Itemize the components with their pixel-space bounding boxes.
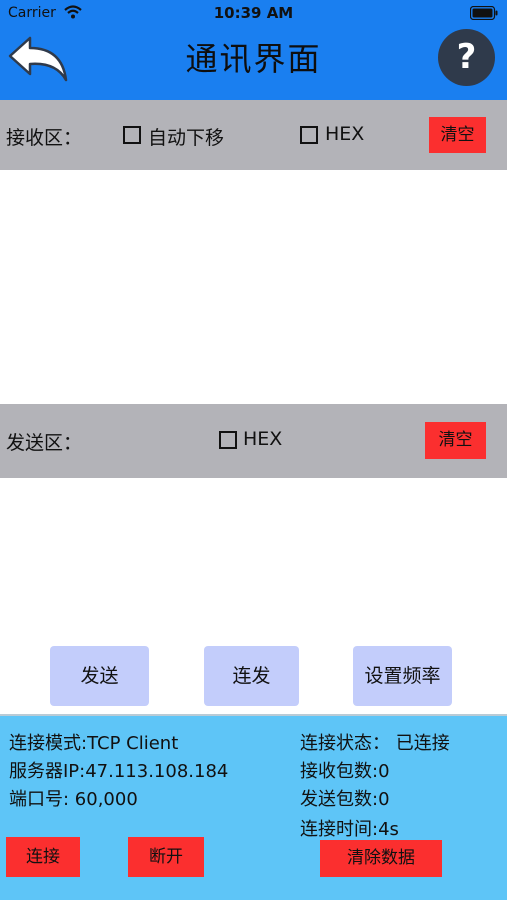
send-hex-checkbox[interactable] (219, 431, 237, 449)
send-clear-button[interactable]: 清空 (425, 422, 486, 459)
send-text-area[interactable] (0, 478, 507, 638)
receive-label: 接收区： (6, 127, 83, 149)
question-mark-icon: ? (456, 37, 477, 77)
connection-status-text: 连接状态： 已连接 (300, 733, 450, 754)
send-toolbar (0, 404, 507, 478)
clear-data-button[interactable]: 清除数据 (320, 840, 442, 877)
top-header (0, 0, 507, 100)
connection-mode-text: 连接模式:TCP Client (9, 733, 179, 754)
battery-icon (470, 6, 498, 20)
disconnect-button[interactable]: 断开 (128, 837, 204, 877)
status-time: 10:39 AM (213, 4, 294, 22)
back-button[interactable] (6, 32, 70, 84)
receive-toolbar (0, 100, 507, 170)
receive-clear-button[interactable]: 清空 (429, 117, 486, 153)
sent-count-text: 发送包数:0 (300, 789, 390, 810)
receive-text-area[interactable] (0, 170, 507, 404)
status-carrier: Carrier (8, 5, 56, 21)
receive-hex-checkbox[interactable] (300, 126, 318, 144)
continuous-send-button[interactable]: 连发 (204, 646, 299, 706)
set-frequency-button[interactable]: 设置频率 (353, 646, 452, 706)
auto-scroll-checkbox[interactable] (123, 126, 141, 144)
wifi-icon (64, 5, 82, 19)
page-title: 通讯界面 (185, 40, 322, 78)
server-ip-text: 服务器IP:47.113.108.184 (9, 761, 229, 782)
connection-time-text: 连接时间:4s (300, 819, 399, 840)
send-button[interactable]: 发送 (50, 646, 149, 706)
send-hex-label: HEX (243, 428, 283, 450)
help-button[interactable]: ? (438, 29, 495, 86)
auto-scroll-label: 自动下移 (148, 127, 225, 149)
connect-button[interactable]: 连接 (6, 837, 80, 877)
receive-hex-label: HEX (325, 123, 365, 145)
back-arrow-icon (8, 36, 68, 82)
port-text: 端口号: 60,000 (9, 789, 138, 810)
send-label: 发送区： (6, 432, 83, 454)
received-count-text: 接收包数:0 (300, 761, 390, 782)
